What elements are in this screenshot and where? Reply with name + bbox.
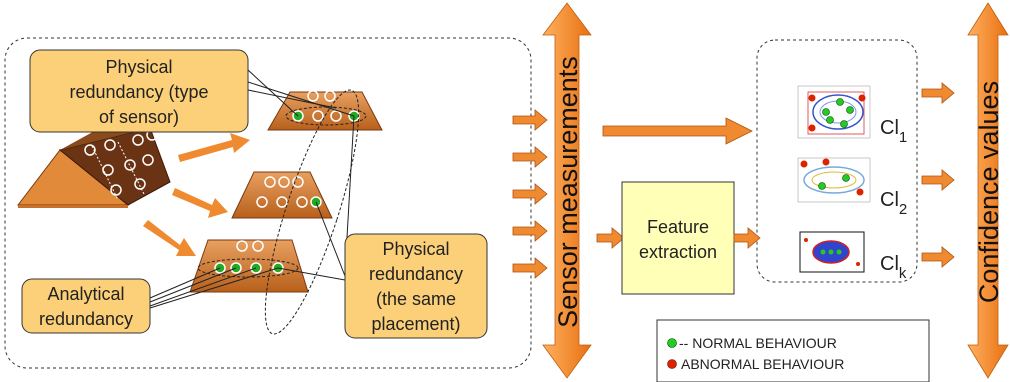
sensor-measurements-bar: Sensor measurements <box>542 2 592 379</box>
cl2-label: Cl2 <box>880 189 907 218</box>
clk-subscript: k <box>899 265 907 282</box>
feature-line2: extraction <box>639 242 717 262</box>
legend-normal-marker <box>667 338 677 348</box>
physical-type-line3: of sensor) <box>99 107 179 127</box>
classifier-group-frame <box>756 39 918 283</box>
clk-label: Clk <box>880 253 907 282</box>
analytical-line2: redundancy <box>39 309 133 329</box>
confidence-values-bar: Confidence values <box>967 2 1009 379</box>
classifier-1-plot <box>797 85 871 139</box>
cl2-subscript: 2 <box>899 201 907 218</box>
physical-same-line2: redundancy <box>369 264 463 284</box>
sensor-measurements-label: Sensor measurements <box>553 56 583 328</box>
physical-type-line1: Physical <box>105 57 172 77</box>
cl1-label: Cl1 <box>880 117 907 146</box>
input-arrows <box>512 109 548 279</box>
sensor-node-bottom <box>189 239 309 293</box>
physical-same-line1: Physical <box>382 239 449 259</box>
legend-abnormal-marker <box>667 359 677 369</box>
cl1-subscript: 1 <box>899 129 907 146</box>
analytical-line1: Analytical <box>47 284 124 304</box>
left-group-frame <box>4 37 532 369</box>
physical-same-line4: placement) <box>371 314 460 334</box>
same-placement-ellipse <box>264 89 360 335</box>
confidence-values-label: Confidence values <box>974 81 1004 303</box>
classifier-2-plot <box>797 157 871 203</box>
legend-normal-text: -- NORMAL BEHAVIOUR <box>679 335 837 351</box>
physical-type-box <box>29 49 249 133</box>
physical-same-box <box>344 233 488 339</box>
feature-extraction-box <box>621 181 735 295</box>
prism-arrows <box>143 133 250 256</box>
analytical-box <box>21 278 151 334</box>
sensor-block-prism <box>16 127 171 208</box>
physical-type-line2: redundancy (type <box>69 82 208 102</box>
classifier-k-plot <box>799 231 865 273</box>
sensor-node-middle <box>231 171 333 219</box>
feature-out-arrow <box>733 227 761 249</box>
physical-same-line3: (the same <box>376 289 456 309</box>
feature-line1: Feature <box>647 217 709 237</box>
direct-arrow <box>602 117 753 145</box>
output-arrows <box>921 82 955 268</box>
feature-in-arrow <box>596 227 625 249</box>
legend-abnormal-text: ABNORMAL BEHAVIOUR <box>681 356 844 372</box>
sensor-node-top <box>267 90 383 131</box>
legend: -- NORMAL BEHAVIOUR ABNORMAL BEHAVIOUR <box>656 319 930 382</box>
